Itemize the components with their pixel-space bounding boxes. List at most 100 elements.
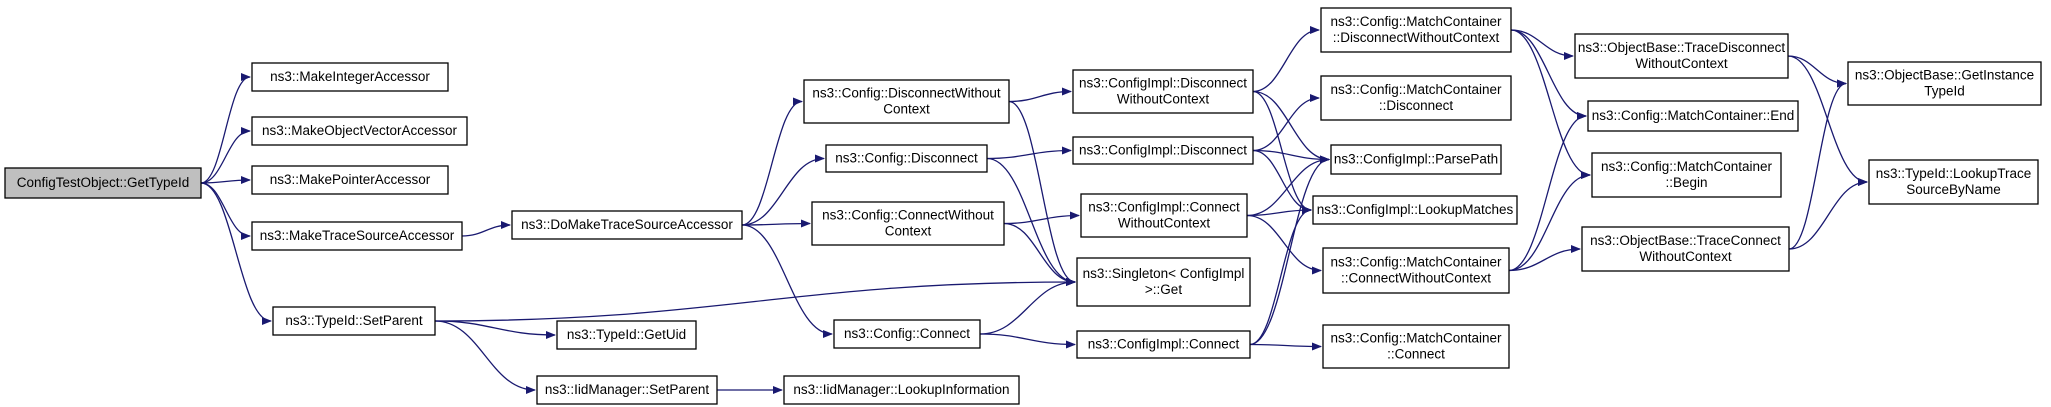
edge-domake-to-cfg_disc	[741, 154, 825, 226]
edge-cfg_conn-to-impl_conn	[979, 333, 1076, 349]
node-label: ns3::Config::MatchContainer	[1330, 255, 1502, 270]
node-label: SourceByName	[1906, 182, 2001, 197]
node-singleton[interactable]: ns3::Singleton< ConfigImpl >::Get	[1076, 257, 1251, 307]
node-label: ns3::ConfigImpl::LookupMatches	[1317, 202, 1514, 217]
node-impl_conn[interactable]: ns3::ConfigImpl::Connect	[1076, 330, 1251, 359]
node-mc_disc[interactable]: ns3::Config::MatchContainer::Disconnect	[1320, 75, 1512, 121]
node-label: Context	[883, 102, 930, 117]
node-label: ns3::MakeIntegerAccessor	[270, 69, 430, 84]
node-getuid[interactable]: ns3::TypeId::GetUid	[556, 320, 697, 350]
node-box	[1330, 144, 1502, 175]
node-iid_lookup[interactable]: ns3::IidManager::LookupInformation	[783, 375, 1020, 405]
node-impl_disc[interactable]: ns3::ConfigImpl::Disconnect	[1072, 136, 1254, 165]
node-label: ns3::IidManager::SetParent	[545, 382, 710, 397]
node-mc_begin[interactable]: ns3::Config::MatchContainer::Begin	[1591, 152, 1782, 198]
node-label: ns3::Config::MatchContainer	[1601, 159, 1773, 174]
node-label: WithoutContext	[1118, 216, 1211, 231]
node-box	[1591, 152, 1782, 198]
edge-setparent-to-iid_setparent	[434, 320, 536, 394]
node-cfg_discwc[interactable]: ns3::Config::DisconnectWithoutContext	[803, 79, 1010, 124]
node-ts_acc[interactable]: ns3::MakeTraceSourceAccessor	[251, 221, 463, 251]
node-box	[1072, 69, 1254, 114]
edge-root-to-setparent	[200, 182, 272, 325]
node-box	[4, 167, 202, 199]
node-box	[556, 320, 697, 350]
node-iid_setparent[interactable]: ns3::IidManager::SetParent	[536, 375, 718, 405]
node-ob_traceconn[interactable]: ns3::ObjectBase::TraceConnectWithoutCont…	[1581, 226, 1790, 272]
edge-impl_connwc-to-lookupmatches	[1246, 206, 1312, 217]
edge-ob_traceconn-to-tid_lookup	[1788, 178, 1868, 250]
edge-mc_connwc-to-mc_begin	[1508, 171, 1591, 272]
edge-root-to-int_acc	[200, 73, 251, 184]
edge-impl_conn-to-lookupmatches	[1249, 206, 1312, 346]
node-int_acc[interactable]: ns3::MakeIntegerAccessor	[251, 62, 449, 92]
node-box	[251, 116, 468, 146]
edge-impl_conn-to-parsepath	[1249, 155, 1330, 346]
node-box	[825, 144, 988, 173]
edge-domake-to-cfg_conn	[741, 224, 833, 338]
node-box	[833, 319, 981, 349]
node-label: ns3::Config::MatchContainer	[1330, 331, 1502, 346]
node-mc_discwc[interactable]: ns3::Config::MatchContainer::DisconnectW…	[1320, 7, 1512, 53]
edge-ob_traceconn-to-ob_getinst	[1788, 79, 1847, 250]
edge-impl_discwc-to-parsepath	[1252, 90, 1330, 164]
node-cfg_connwc[interactable]: ns3::Config::ConnectWithoutContext	[811, 201, 1005, 246]
node-impl_discwc[interactable]: ns3::ConfigImpl::DisconnectWithoutContex…	[1072, 69, 1254, 114]
node-label: ns3::Config::Disconnect	[835, 151, 978, 166]
node-label: ns3::ConfigImpl::ParsePath	[1334, 152, 1498, 167]
node-mc_conn[interactable]: ns3::Config::MatchContainer::Connect	[1322, 324, 1510, 369]
node-lookupmatches[interactable]: ns3::ConfigImpl::LookupMatches	[1312, 195, 1518, 225]
node-label: ns3::Config::MatchContainer	[1330, 14, 1502, 29]
node-box	[1581, 226, 1790, 272]
edge-mc_connwc-to-ob_traceconn	[1508, 245, 1581, 272]
node-box	[783, 375, 1020, 405]
node-box	[272, 306, 436, 336]
edge-domake-to-cfg_discwc	[741, 97, 803, 226]
node-label: ns3::Config::ConnectWithout	[822, 208, 994, 223]
node-cfg_disc[interactable]: ns3::Config::Disconnect	[825, 144, 988, 173]
node-box	[1322, 247, 1510, 294]
edge-cfg_discwc-to-singleton	[1008, 100, 1076, 286]
node-box	[1076, 257, 1251, 307]
edge-mc_discwc-to-ob_tracedisc	[1510, 29, 1574, 60]
node-label: ns3::ConfigImpl::Disconnect	[1079, 143, 1247, 158]
node-label: ns3::MakeObjectVectorAccessor	[262, 123, 458, 138]
edge-cfg_conn-to-singleton	[979, 278, 1076, 335]
edge-mc_discwc-to-mc_end	[1510, 29, 1587, 120]
node-cfg_conn[interactable]: ns3::Config::Connect	[833, 319, 981, 349]
node-parsepath[interactable]: ns3::ConfigImpl::ParsePath	[1330, 144, 1502, 175]
node-box	[251, 221, 463, 251]
node-box	[1587, 100, 1799, 132]
node-label: WithoutContext	[1635, 56, 1728, 71]
node-box	[1847, 61, 2042, 106]
node-mc_connwc[interactable]: ns3::Config::MatchContainer::ConnectWith…	[1322, 247, 1510, 294]
node-domake[interactable]: ns3::DoMakeTraceSourceAccessor	[511, 210, 743, 240]
node-ob_tracedisc[interactable]: ns3::ObjectBase::TraceDisconnectWithoutC…	[1574, 33, 1789, 79]
edge-impl_disc-to-mc_disc	[1252, 94, 1320, 152]
node-box	[511, 210, 743, 240]
node-box	[251, 165, 449, 195]
node-impl_connwc[interactable]: ns3::ConfigImpl::ConnectWithoutContext	[1080, 193, 1248, 238]
node-box	[1322, 324, 1510, 369]
node-label: ns3::DoMakeTraceSourceAccessor	[521, 217, 733, 232]
node-ptr_acc[interactable]: ns3::MakePointerAccessor	[251, 165, 449, 195]
node-setparent[interactable]: ns3::TypeId::SetParent	[272, 306, 436, 336]
node-label: ::DisconnectWithoutContext	[1333, 30, 1500, 45]
edge-impl_conn-to-mc_conn	[1249, 342, 1322, 351]
node-label: ns3::TypeId::SetParent	[285, 313, 423, 328]
node-label: ns3::TypeId::LookupTrace	[1876, 166, 2032, 181]
node-box	[1320, 75, 1512, 121]
edge-setparent-to-singleton	[434, 278, 1076, 322]
node-box	[1320, 7, 1512, 53]
node-label: ns3::ObjectBase::GetInstance	[1855, 68, 2034, 83]
node-mc_end[interactable]: ns3::Config::MatchContainer::End	[1587, 100, 1799, 132]
edge-root-to-ts_acc	[200, 182, 251, 240]
node-root[interactable]: ConfigTestObject::GetTypeId	[4, 167, 202, 199]
node-label: TypeId	[1924, 84, 1965, 99]
node-box	[811, 201, 1005, 246]
node-box	[1072, 136, 1254, 165]
node-objvec_acc[interactable]: ns3::MakeObjectVectorAccessor	[251, 116, 468, 146]
